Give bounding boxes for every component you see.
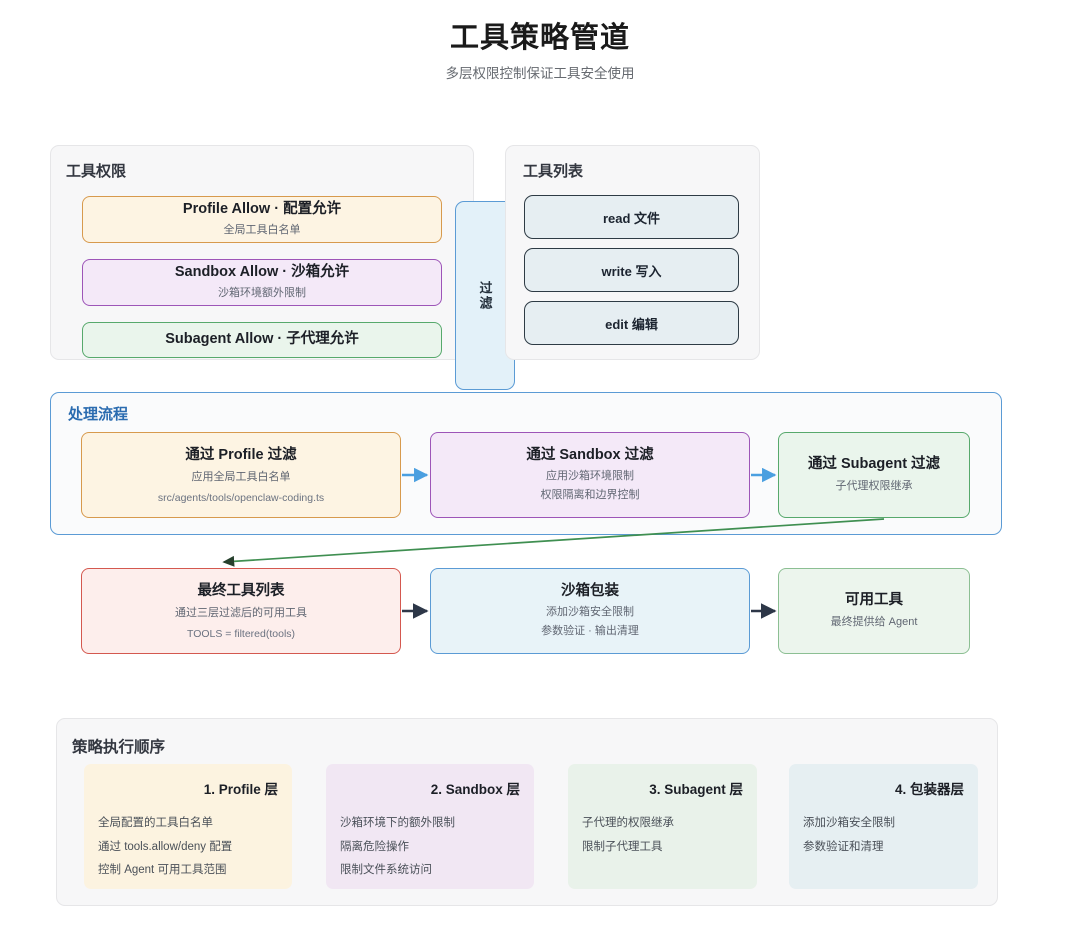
page-subtitle: 多层权限控制保证工具安全使用 xyxy=(445,66,635,81)
permission-box-sandbox-allow[interactable]: Sandbox Allow · 沙箱允许 沙箱环境额外限制 xyxy=(82,259,442,306)
toollist-panel-title: 工具列表 xyxy=(523,163,584,180)
order-card-line: 沙箱环境下的额外限制 xyxy=(340,817,455,829)
process-step-subtitle: 子代理权限继承 xyxy=(835,479,913,492)
permission-box-subtitle: 沙箱环境额外限制 xyxy=(218,287,306,300)
process-step-title: 通过 Subagent 过滤 xyxy=(807,456,941,473)
output-box-title: 最终工具列表 xyxy=(197,583,285,600)
output-box-title: 可用工具 xyxy=(845,592,903,609)
output-box-subtitle-2: 参数验证 · 输出清理 xyxy=(541,625,639,638)
process-step-profile-filter[interactable]: 通过 Profile 过滤 应用全局工具白名单 src/agents/tools… xyxy=(81,432,401,518)
tool-chip-write[interactable]: write 写入 xyxy=(524,248,739,292)
permissions-panel-title: 工具权限 xyxy=(66,163,127,180)
process-step-subagent-filter[interactable]: 通过 Subagent 过滤 子代理权限继承 xyxy=(778,432,970,518)
process-step-subtitle-2: 权限隔离和边界控制 xyxy=(540,489,640,502)
permission-box-title: Profile Allow · 配置允许 xyxy=(182,200,342,217)
filter-stage-label: 过滤 xyxy=(477,280,493,311)
process-panel-title: 处理流程 xyxy=(68,406,129,423)
order-card-sandbox[interactable]: 2. Sandbox 层 沙箱环境下的额外限制 隔离危险操作 限制文件系统访问 xyxy=(326,764,534,889)
permission-box-title: Subagent Allow · 子代理允许 xyxy=(165,331,359,348)
order-card-line: 参数验证和清理 xyxy=(803,840,884,853)
tool-chip-label: write 写入 xyxy=(601,263,662,279)
permission-box-title: Sandbox Allow · 沙箱允许 xyxy=(174,263,350,280)
output-box-subtitle: 添加沙箱安全限制 xyxy=(546,606,634,619)
tool-chip-label: edit 编辑 xyxy=(605,316,658,332)
process-step-code-path: src/agents/tools/openclaw-coding.ts xyxy=(157,491,325,504)
order-card-subagent[interactable]: 3. Subagent 层 子代理的权限继承 限制子代理工具 xyxy=(568,764,757,889)
order-card-line: 限制子代理工具 xyxy=(582,840,663,853)
order-card-line: 子代理的权限继承 xyxy=(582,817,674,829)
order-card-wrapper[interactable]: 4. 包装器层 添加沙箱安全限制 参数验证和清理 xyxy=(789,764,978,889)
process-step-subtitle: 应用全局工具白名单 xyxy=(191,470,291,483)
output-box-subtitle: 最终提供给 Agent xyxy=(830,615,918,628)
order-card-title: 3. Subagent 层 xyxy=(649,782,743,797)
order-card-title: 1. Profile 层 xyxy=(203,782,278,797)
order-panel-title: 策略执行顺序 xyxy=(72,739,166,756)
order-card-line: 通过 tools.allow/deny 配置 xyxy=(98,840,233,853)
permission-box-subtitle: 全局工具白名单 xyxy=(223,224,301,237)
process-step-title: 通过 Sandbox 过滤 xyxy=(526,446,654,463)
output-box-subtitle: 通过三层过滤后的可用工具 xyxy=(175,606,307,619)
tool-chip-edit[interactable]: edit 编辑 xyxy=(524,301,739,345)
output-box-code: TOOLS = filtered(tools) xyxy=(186,627,296,640)
page-title: 工具策略管道 xyxy=(449,22,630,54)
order-card-line: 限制文件系统访问 xyxy=(340,864,432,877)
permission-box-profile-allow[interactable]: Profile Allow · 配置允许 全局工具白名单 xyxy=(82,196,442,243)
order-card-line: 添加沙箱安全限制 xyxy=(803,817,895,829)
order-card-line: 控制 Agent 可用工具范围 xyxy=(98,864,227,877)
order-card-title: 4. 包装器层 xyxy=(894,782,964,797)
tool-chip-label: read 文件 xyxy=(602,210,661,226)
order-card-title: 2. Sandbox 层 xyxy=(430,782,520,797)
process-step-title: 通过 Profile 过滤 xyxy=(185,447,297,464)
permission-box-subagent-allow[interactable]: Subagent Allow · 子代理允许 xyxy=(82,322,442,358)
tool-chip-read[interactable]: read 文件 xyxy=(524,195,739,239)
output-box-final-tool-list[interactable]: 最终工具列表 通过三层过滤后的可用工具 TOOLS = filtered(too… xyxy=(81,568,401,654)
output-box-sandbox-wrapper[interactable]: 沙箱包装 添加沙箱安全限制 参数验证 · 输出清理 xyxy=(430,568,750,654)
order-card-profile[interactable]: 1. Profile 层 全局配置的工具白名单 通过 tools.allow/d… xyxy=(84,764,292,889)
order-card-line: 全局配置的工具白名单 xyxy=(98,817,213,829)
process-step-sandbox-filter[interactable]: 通过 Sandbox 过滤 应用沙箱环境限制 权限隔离和边界控制 xyxy=(430,432,750,518)
process-step-subtitle: 应用沙箱环境限制 xyxy=(546,470,634,483)
output-box-available-tools[interactable]: 可用工具 最终提供给 Agent xyxy=(778,568,970,654)
output-box-title: 沙箱包装 xyxy=(561,582,619,599)
order-card-line: 隔离危险操作 xyxy=(340,840,409,853)
arrow-subagent-to-final-list xyxy=(222,518,885,567)
